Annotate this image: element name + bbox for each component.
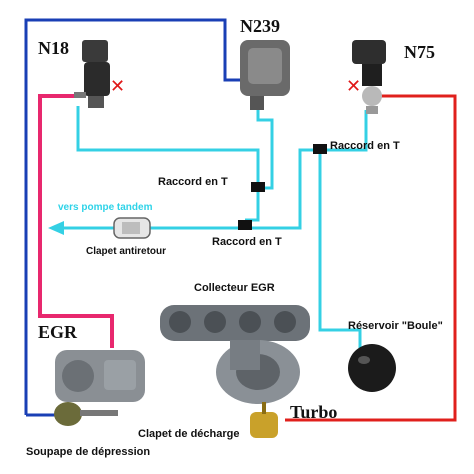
n18-valve — [74, 40, 110, 108]
red-hose — [285, 94, 457, 422]
magenta-hose — [38, 94, 114, 348]
cyan-hoses — [64, 106, 368, 360]
turbocharger — [216, 340, 300, 404]
egr-valve — [55, 350, 145, 402]
egr-manifold — [160, 305, 310, 341]
raccord-t-label-2: Raccord en T — [212, 236, 282, 248]
arrow-left-icon — [48, 221, 64, 235]
collecteur-egr-label: Collecteur EGR — [194, 282, 275, 294]
n239-valve — [240, 40, 290, 110]
vacuum-pressure-valve — [54, 402, 118, 426]
raccord-t-label-1: Raccord en T — [158, 176, 228, 188]
n18-label: N18 — [38, 38, 69, 58]
reservoir-boule-label: Réservoir "Boule" — [348, 320, 443, 332]
n75-valve — [352, 40, 386, 114]
wastegate-actuator — [250, 402, 278, 438]
egr-label: EGR — [38, 322, 78, 342]
n75-label: N75 — [404, 42, 435, 62]
pompe-tandem-label: vers pompe tandem — [58, 202, 153, 213]
t-fitting-3 — [313, 144, 327, 154]
blue-hose — [24, 18, 248, 415]
cross-icon: ✕ — [110, 76, 125, 97]
t-fitting-2 — [238, 220, 252, 230]
turbo-label: Turbo — [290, 402, 338, 422]
cross-icon: ✕ — [346, 76, 361, 97]
clapet-decharge-label: Clapet de décharge — [138, 428, 240, 440]
n239-label: N239 — [240, 16, 280, 36]
t-fitting-1 — [251, 182, 265, 192]
soupape-depression-label: Soupape de dépression — [26, 446, 151, 458]
clapet-antiretour-label: Clapet antiretour — [86, 246, 167, 257]
raccord-t-label-3: Raccord en T — [330, 140, 400, 152]
check-valve — [113, 217, 151, 239]
vacuum-reservoir — [348, 344, 396, 392]
